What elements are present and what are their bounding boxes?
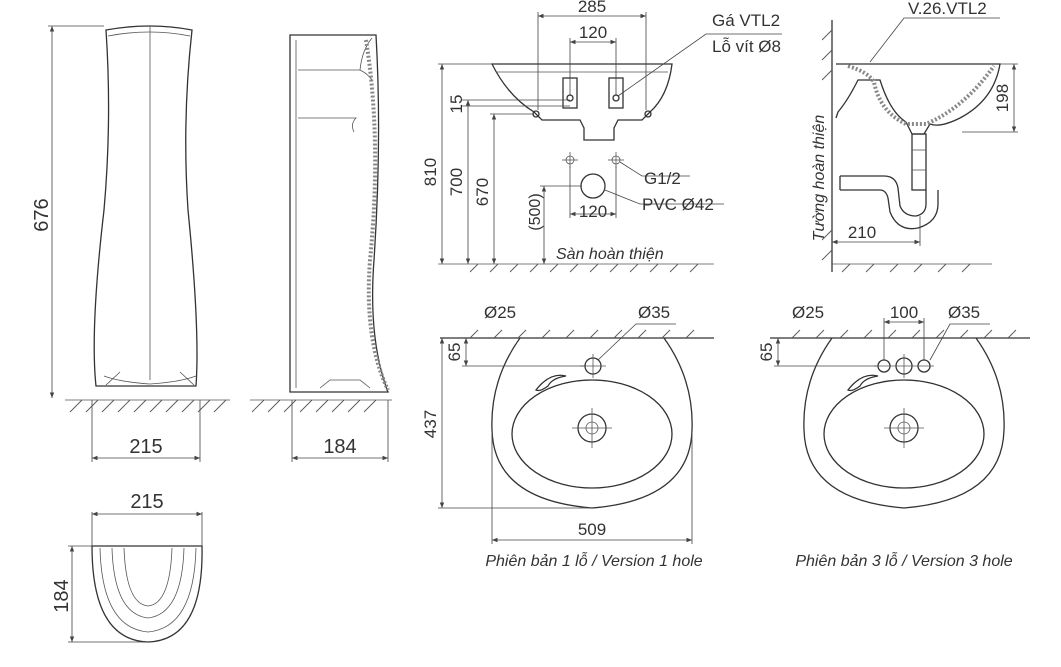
pvc-label: PVC Ø42 [642, 195, 714, 214]
pedestal-top-view: 215 184 [51, 491, 203, 643]
bracket-label: Gá VTL2 [712, 11, 780, 30]
depth-210-label: 210 [848, 223, 876, 242]
depth-437-label: 437 [421, 410, 440, 438]
plan-view-1-hole: Ø25 Ø35 65 437 509 Phiên bản 1 lỗ / Vers… [421, 303, 714, 570]
pedestal-side-view: 184 [250, 34, 392, 462]
pedestal-height-label: 676 [31, 198, 53, 231]
wall-hatch [821, 29, 833, 261]
basin-width-285-label: 285 [578, 0, 606, 16]
pedestal-side-depth-label: 184 [323, 436, 356, 458]
overflow-dia-label: Ø25 [484, 303, 516, 322]
height-500-label: (500) [527, 193, 544, 230]
caption-3-hole: Phiên bản 3 lỗ / Version 3 hole [795, 551, 1012, 570]
offset-65-label-3: 65 [757, 343, 776, 362]
wall-hatch [469, 329, 695, 339]
tap-hole-dia-label: Ø35 [638, 303, 670, 322]
height-670-label: 670 [473, 178, 492, 206]
ground-hatch [69, 399, 227, 413]
hole-spacing-label: 100 [890, 303, 918, 322]
tap-hole-dia-label-3: Ø35 [948, 303, 980, 322]
floor-hatch [469, 263, 699, 273]
height-700-label: 700 [447, 168, 466, 196]
height-198-label: 198 [993, 84, 1012, 112]
offset-65-label: 65 [445, 343, 464, 362]
ground-hatch [251, 399, 377, 413]
pedestal-top-depth-label: 184 [51, 579, 73, 612]
overflow-dia-label-3: Ø25 [792, 303, 824, 322]
pedestal-top-width-label: 215 [130, 491, 163, 513]
pedestal-front-view: 676 215 [31, 25, 230, 462]
caption-1-hole: Phiên bản 1 lỗ / Version 1 hole [485, 551, 702, 570]
wall-label: Tường hoàn thiện [811, 115, 828, 242]
basin-front-view: 285 120 Gá VTL2 Lỗ vít Ø8 810 700 15 670… [421, 0, 782, 273]
width-509-label: 509 [578, 520, 606, 539]
side-bracket-label: V.26.VTL2 [908, 0, 987, 18]
floor-label: Sàn hoàn thiện [556, 246, 664, 263]
basin-width-120-label: 120 [579, 23, 607, 42]
basin-side-section: V.26.VTL2 198 210 Tường hoàn thiện [811, 0, 1018, 273]
plan-view-3-hole: Ø25 100 Ø35 65 Phiên bản 3 lỗ / Version … [757, 303, 1030, 570]
floor-hatch [841, 263, 971, 273]
height-15-label: 15 [447, 95, 466, 114]
wall-hatch [791, 329, 1017, 339]
pedestal-front-width-label: 215 [129, 436, 162, 458]
pipe-spacing-label: 120 [579, 202, 607, 221]
height-810-label: 810 [421, 158, 440, 186]
g12-label: G1/2 [644, 169, 681, 188]
screw-hole-label: Lỗ vít Ø8 [712, 37, 781, 56]
